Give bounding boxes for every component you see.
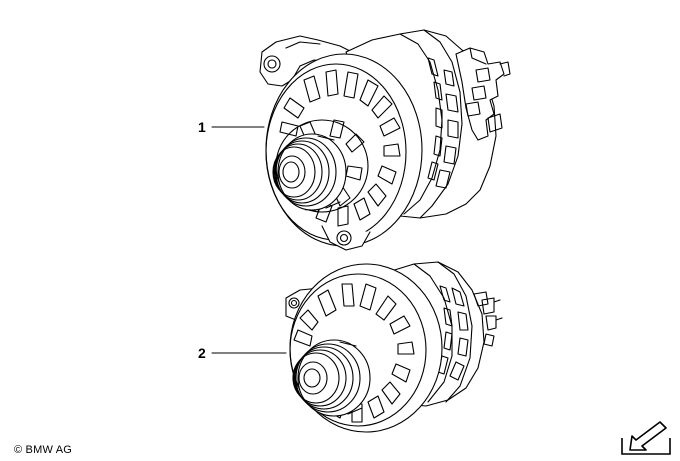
arrow-down-left-icon[interactable]	[620, 418, 672, 456]
alternator-1[interactable]	[259, 29, 511, 251]
copyright-text: © BMW AG	[14, 444, 72, 456]
callout-2-number: 2	[198, 345, 206, 361]
alternator-2[interactable]	[285, 261, 503, 433]
callout-1-number: 1	[198, 119, 206, 135]
